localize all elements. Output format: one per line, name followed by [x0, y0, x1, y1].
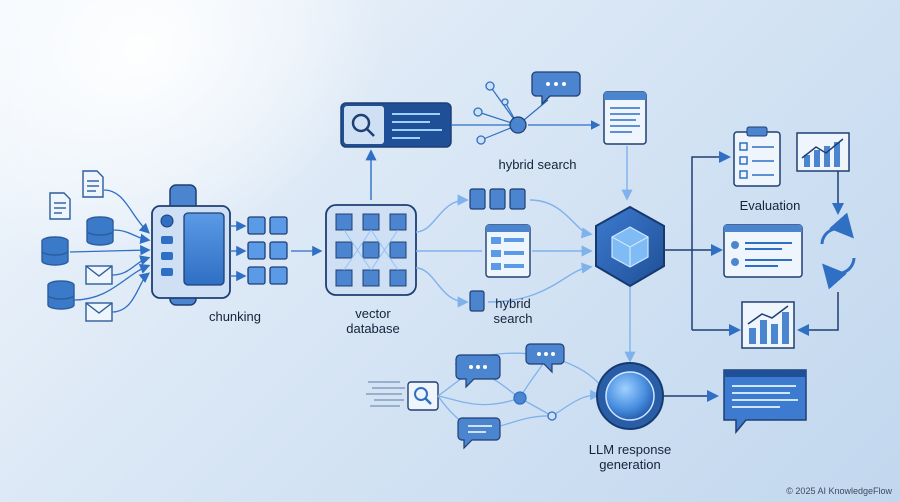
label-llm-response-generation: LLM response generation: [588, 442, 672, 472]
label-chunking: chunking: [208, 309, 262, 324]
search-query-panel: [340, 102, 452, 148]
retrieval-hub-node: [595, 205, 665, 288]
copyright-footer: © 2025 AI KnowledgeFlow: [786, 486, 892, 496]
response-output-icon: [723, 369, 807, 435]
chat-bubble-icon: [455, 354, 501, 389]
envelope-icon: [85, 265, 113, 285]
database-icon: [47, 280, 75, 310]
database-icon: [41, 236, 69, 266]
label-hybrid-search-top: hybrid search: [498, 157, 577, 172]
data-sources: [41, 170, 114, 322]
envelope-icon: [85, 302, 113, 322]
refresh-cycle-icon: [820, 212, 856, 290]
bar-chart-icon: [741, 301, 795, 349]
label-vector-database: vector database: [346, 306, 400, 336]
document-icon: [49, 192, 71, 220]
document-icon: [82, 170, 104, 198]
llm-generation-node: [596, 362, 664, 430]
retrieved-chunks: [469, 188, 526, 312]
vector-database-node: [325, 204, 417, 296]
dashboard-panel-icon: [723, 224, 803, 278]
chunk-blocks: [247, 216, 288, 285]
result-table-icon: [485, 224, 531, 278]
source-arrows: [69, 189, 151, 313]
database-icon: [86, 216, 114, 246]
clipboard-checklist-icon: [733, 126, 781, 187]
query-search-icon: [407, 381, 439, 411]
magnifier-icon: [351, 113, 375, 137]
chunking-machine: [151, 184, 231, 306]
chat-bubble-icon: [525, 343, 565, 374]
retrieved-document-icon: [603, 91, 647, 145]
label-evaluation: Evaluation: [739, 198, 801, 213]
label-hybrid-search-mid: hybrid search: [493, 296, 533, 326]
chat-bubble-icon: [531, 71, 581, 106]
chat-bubble-icon: [457, 417, 501, 450]
line-chart-icon: [796, 132, 850, 172]
